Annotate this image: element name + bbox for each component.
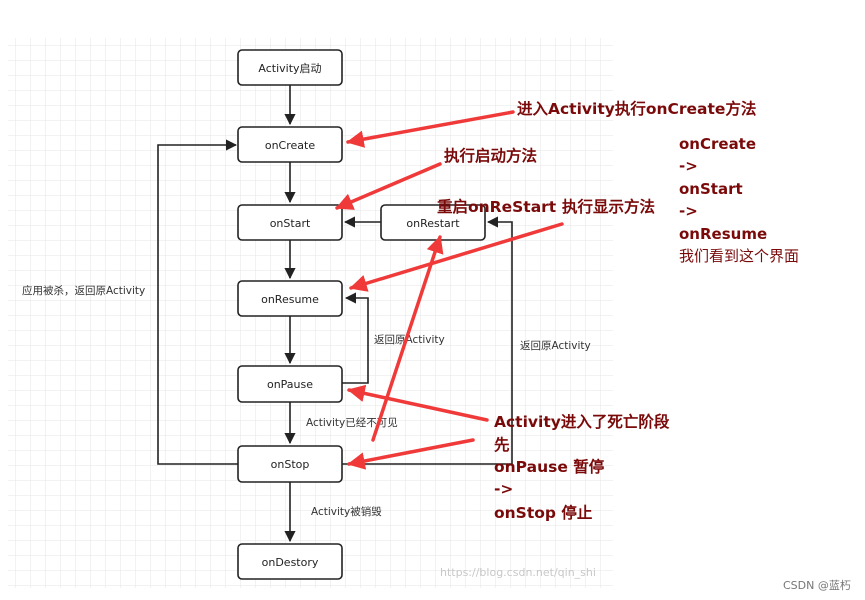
edge-label-return-pause: 返回原Activity <box>374 334 445 346</box>
edge-label-return-stop: 返回原Activity <box>520 340 591 352</box>
edge-stop-restart <box>342 216 513 465</box>
annotation-death-line-3: onPause 暂停 <box>494 457 605 476</box>
node-onstop-label: onStop <box>271 458 310 471</box>
arrow-to-oncreate <box>346 110 515 148</box>
node-onpause-label: onPause <box>267 378 313 391</box>
node-onstop: onStop <box>237 445 343 483</box>
watermark: https://blog.csdn.net/qin_shi <box>440 566 596 579</box>
side-note-line-3: onStart <box>679 180 743 198</box>
node-oncreate: onCreate <box>237 126 343 163</box>
edge-pause-resume <box>342 292 369 384</box>
annotation-death-line-2: 先 <box>494 435 510 454</box>
arrow-to-onpause <box>347 384 489 422</box>
arrow-to-onresume <box>349 222 564 292</box>
footer-credit: CSDN @蓝朽 <box>783 578 851 592</box>
node-ondestory: onDestory <box>237 543 343 580</box>
annotation-arrows <box>335 110 564 470</box>
annotation-start: 执行启动方法 <box>444 146 537 165</box>
node-activity-start-label: Activity启动 <box>258 62 321 75</box>
annotation-restart: 重启onReStart <box>437 197 557 216</box>
side-note-line-1: onCreate <box>679 135 756 153</box>
annotation-resume: 执行显示方法 <box>562 197 655 216</box>
side-note-line-5: onResume <box>679 225 767 243</box>
arrow-to-onstart <box>335 162 442 210</box>
node-onpause: onPause <box>237 365 343 403</box>
node-activity-start: Activity启动 <box>237 49 343 86</box>
edge-stop-create <box>157 139 238 465</box>
node-oncreate-label: onCreate <box>265 139 315 152</box>
annotation-death-block: Activity进入了死亡阶段 先 onPause 暂停 -> onStop 停… <box>494 412 670 522</box>
edge-label-killed-return: 应用被杀，返回原Activity <box>22 284 145 297</box>
annotation-death-line-5: onStop 停止 <box>494 503 593 522</box>
arrow-to-onstop <box>347 438 475 470</box>
node-onresume: onResume <box>237 280 343 317</box>
side-note: onCreate -> onStart -> onResume 我们看到这个界面 <box>679 135 799 265</box>
edge-label-destroyed: Activity被销毁 <box>311 505 382 518</box>
node-onresume-label: onResume <box>261 293 319 306</box>
annotation-death-line-1: Activity进入了死亡阶段 <box>494 412 670 431</box>
side-note-line-6: 我们看到这个界面 <box>679 247 799 265</box>
annotation-create: 进入Activity执行onCreate方法 <box>517 99 756 118</box>
side-note-line-4: -> <box>679 202 698 220</box>
node-onstart: onStart <box>237 204 343 241</box>
side-note-line-2: -> <box>679 157 698 175</box>
edge-label-invisible: Activity已经不可见 <box>306 416 398 429</box>
flow-edges <box>157 85 513 543</box>
annotation-death-line-4: -> <box>494 480 513 498</box>
node-onrestart-label: onRestart <box>406 217 460 230</box>
node-onstart-label: onStart <box>270 217 311 230</box>
node-ondestory-label: onDestory <box>262 556 319 569</box>
arrow-to-onrestart <box>371 235 444 442</box>
